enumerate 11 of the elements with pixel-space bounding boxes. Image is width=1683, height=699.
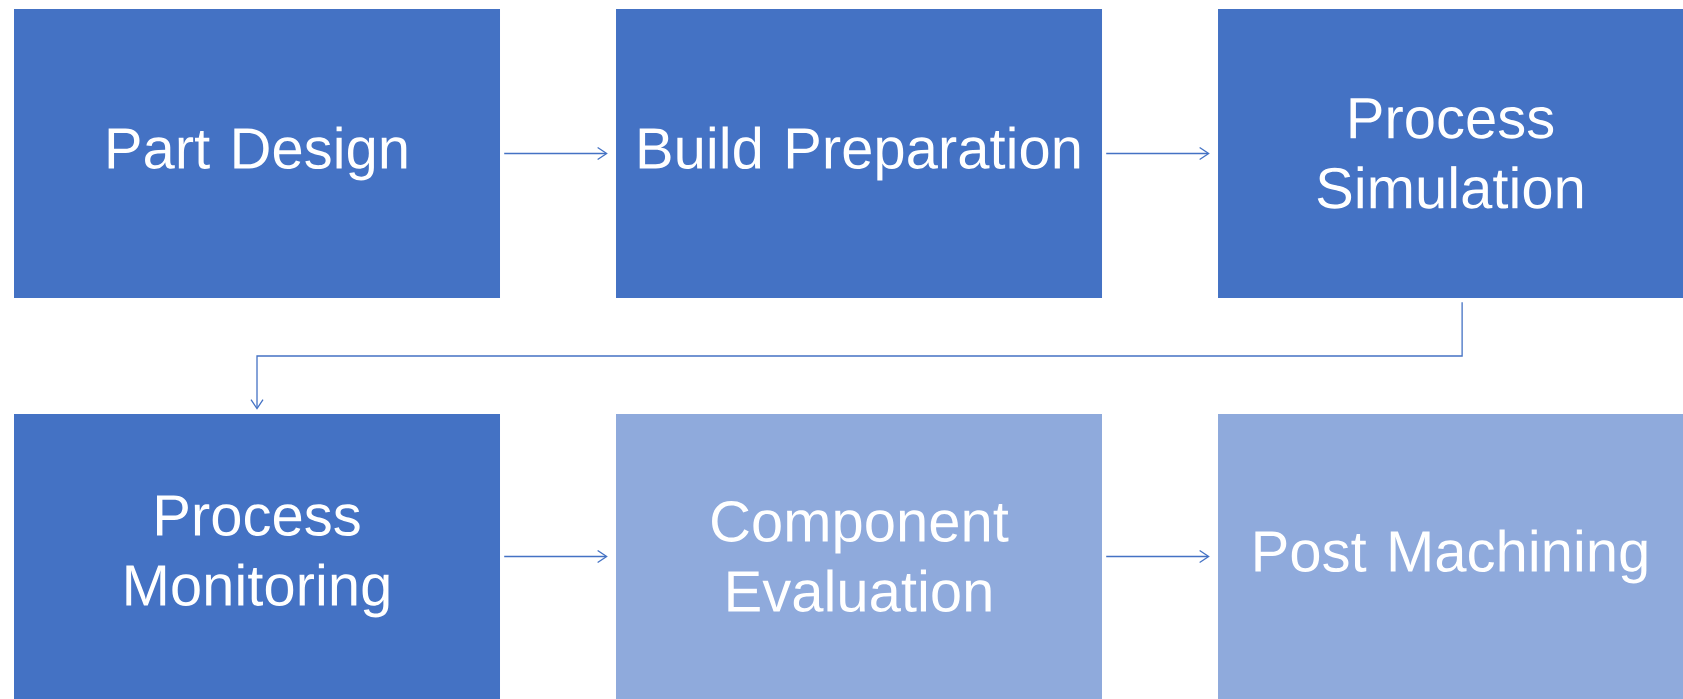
arrow <box>1105 146 1210 161</box>
arrow <box>250 301 1463 410</box>
arrow <box>503 146 608 161</box>
process-box: Build Preparation <box>616 9 1102 298</box>
process-box: Process Monitoring <box>14 414 500 699</box>
arrow <box>1105 549 1210 564</box>
arrow <box>503 549 608 564</box>
process-box: Post Machining <box>1218 414 1683 699</box>
process-box: Process Simulation <box>1218 9 1683 298</box>
process-box: Component Evaluation <box>616 414 1102 699</box>
process-box: Part Design <box>14 9 500 298</box>
